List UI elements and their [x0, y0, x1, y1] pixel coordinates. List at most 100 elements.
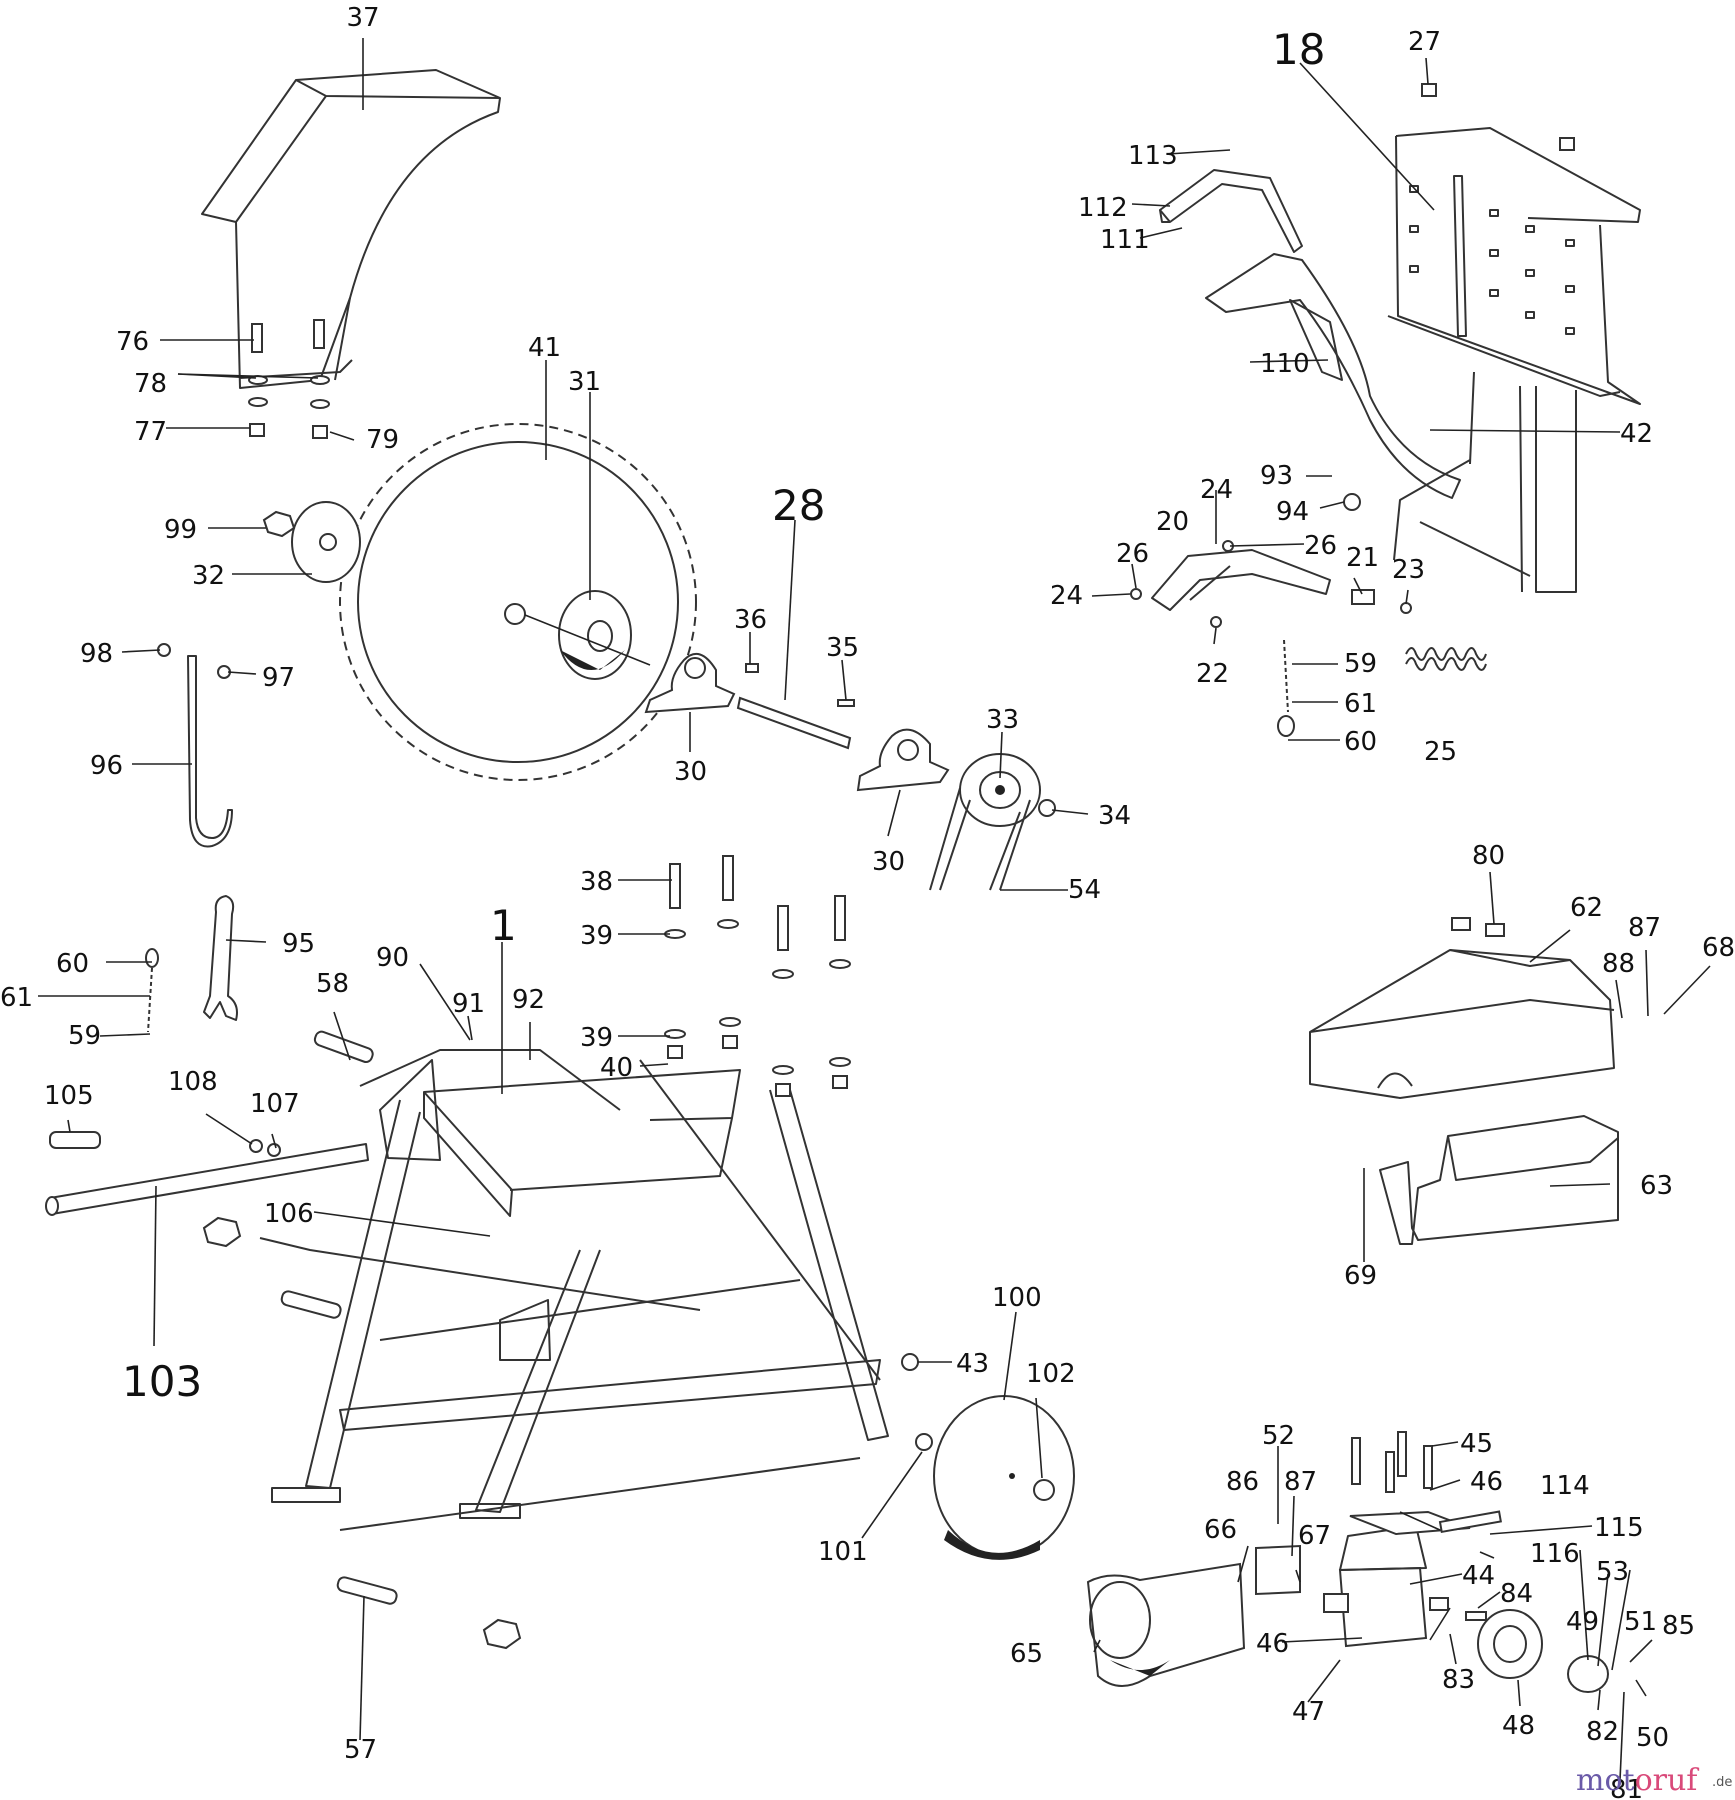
part-table-bolts — [664, 855, 851, 1097]
label-48: 48 — [1502, 1711, 1535, 1741]
label-37: 37 — [346, 3, 379, 33]
label-96: 96 — [90, 751, 123, 781]
label-44: 44 — [1462, 1561, 1495, 1591]
part-labels: 37 76 78 77 79 41 31 99 32 98 97 96 28 3… — [0, 3, 1735, 1800]
label-59b: 59 — [1344, 649, 1377, 679]
label-33: 33 — [986, 705, 1019, 735]
label-50: 50 — [1636, 1723, 1669, 1753]
label-76: 76 — [116, 327, 149, 357]
label-99: 99 — [164, 515, 197, 545]
part-lower-cover — [1379, 1115, 1619, 1245]
label-25: 25 — [1424, 737, 1457, 767]
label-61b: 61 — [1344, 689, 1377, 719]
part-support-arm — [1159, 169, 1461, 499]
part-axle — [45, 1030, 919, 1650]
label-107: 107 — [250, 1089, 300, 1119]
label-87b: 87 — [1284, 1467, 1317, 1497]
part-belt-cover — [1309, 917, 1615, 1099]
part-flanges — [262, 501, 632, 680]
label-51: 51 — [1624, 1607, 1657, 1637]
label-39a: 39 — [580, 921, 613, 951]
label-58: 58 — [316, 969, 349, 999]
label-103: 103 — [122, 1357, 202, 1406]
watermark: motoruf .de — [1576, 1763, 1732, 1798]
part-arbor-assembly — [524, 614, 950, 792]
label-54: 54 — [1068, 875, 1101, 905]
part-wrench — [203, 895, 238, 1021]
label-60a: 60 — [56, 949, 89, 979]
label-52: 52 — [1262, 1421, 1295, 1451]
label-90: 90 — [376, 943, 409, 973]
label-39b: 39 — [580, 1023, 613, 1053]
part-motor-mount — [1086, 1431, 1609, 1693]
label-36: 36 — [734, 605, 767, 635]
part-main-frame — [259, 1049, 889, 1531]
label-59a: 59 — [68, 1021, 101, 1051]
part-wheel — [915, 1395, 1075, 1560]
label-113: 113 — [1128, 141, 1178, 171]
label-1: 1 — [490, 901, 517, 950]
label-42: 42 — [1620, 419, 1653, 449]
label-95: 95 — [282, 929, 315, 959]
label-65: 65 — [1010, 1639, 1043, 1669]
label-34: 34 — [1098, 801, 1131, 831]
label-27: 27 — [1408, 27, 1441, 57]
label-78: 78 — [134, 369, 167, 399]
part-guard-bolts — [248, 319, 330, 439]
label-31: 31 — [568, 367, 601, 397]
label-79: 79 — [366, 425, 399, 455]
label-68: 68 — [1702, 933, 1735, 963]
label-115: 115 — [1594, 1513, 1644, 1543]
watermark-oruf: oruf — [1635, 1763, 1700, 1798]
label-67: 67 — [1298, 1521, 1331, 1551]
label-62: 62 — [1570, 893, 1603, 923]
label-85: 85 — [1662, 1611, 1695, 1641]
label-35: 35 — [826, 633, 859, 663]
label-38: 38 — [580, 867, 613, 897]
label-57: 57 — [344, 1735, 377, 1765]
label-91: 91 — [452, 989, 485, 1019]
label-82: 82 — [1586, 1717, 1619, 1747]
label-32: 32 — [192, 561, 225, 591]
label-110: 110 — [1260, 349, 1310, 379]
label-116: 116 — [1530, 1539, 1580, 1569]
svg-text:motoruf: motoruf — [1576, 1763, 1699, 1798]
label-46b: 46 — [1256, 1629, 1289, 1659]
label-69: 69 — [1344, 1261, 1377, 1291]
label-47: 47 — [1292, 1697, 1325, 1727]
label-100: 100 — [992, 1283, 1042, 1313]
label-97: 97 — [262, 663, 295, 693]
label-66: 66 — [1204, 1515, 1237, 1545]
label-30a: 30 — [674, 757, 707, 787]
label-20: 20 — [1156, 507, 1189, 537]
label-40: 40 — [600, 1053, 633, 1083]
part-quadrant — [1130, 493, 1412, 628]
label-26a: 26 — [1304, 531, 1337, 561]
watermark-suffix: .de — [1712, 1775, 1732, 1790]
label-53: 53 — [1596, 1557, 1629, 1587]
part-chain-right — [1277, 639, 1295, 737]
label-24a: 24 — [1200, 475, 1233, 505]
label-93: 93 — [1260, 461, 1293, 491]
label-86: 86 — [1226, 1467, 1259, 1497]
label-77: 77 — [134, 417, 167, 447]
label-23: 23 — [1392, 555, 1425, 585]
label-114: 114 — [1540, 1471, 1590, 1501]
label-87a: 87 — [1628, 913, 1661, 943]
label-46a: 46 — [1470, 1467, 1503, 1497]
label-49: 49 — [1566, 1607, 1599, 1637]
label-18: 18 — [1272, 25, 1325, 74]
label-111: 111 — [1100, 225, 1150, 255]
label-112: 112 — [1078, 193, 1128, 223]
label-101: 101 — [818, 1537, 868, 1567]
label-92: 92 — [512, 985, 545, 1015]
label-26b: 26 — [1116, 539, 1149, 569]
label-45: 45 — [1460, 1429, 1493, 1459]
label-88: 88 — [1602, 949, 1635, 979]
label-80: 80 — [1472, 841, 1505, 871]
label-105: 105 — [44, 1081, 94, 1111]
part-sliding-table — [1387, 83, 1641, 593]
label-81: 81 — [1610, 1775, 1643, 1800]
label-22: 22 — [1196, 659, 1229, 689]
label-106: 106 — [264, 1199, 314, 1229]
